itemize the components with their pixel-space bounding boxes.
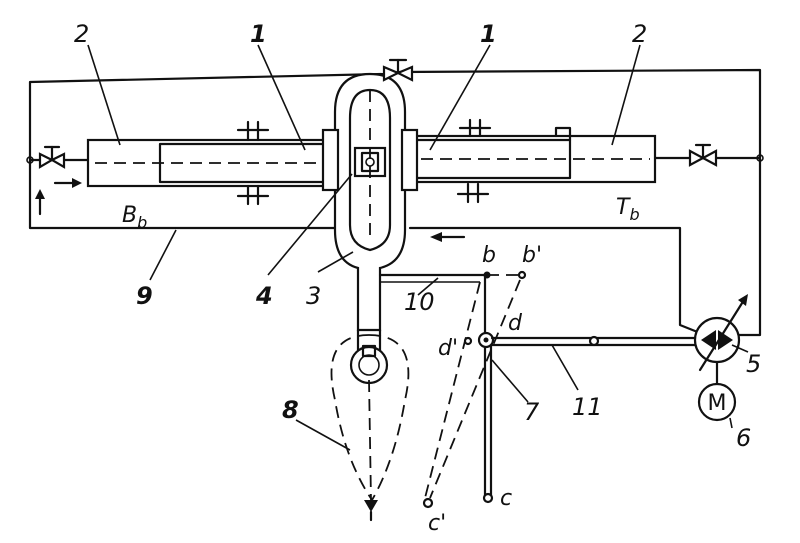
component-labels: 2 1 1 2 Bb Tb 4 3 9 10 8 7 11 5 6 b b' d…	[74, 20, 761, 536]
valve-icon	[382, 58, 414, 82]
label-4: 4	[255, 282, 273, 310]
label-point-c: c	[500, 486, 512, 511]
left-cylinder	[86, 120, 330, 206]
label-point-b-prime: b'	[522, 243, 542, 268]
motor-icon: M	[697, 382, 737, 422]
seal-icon	[456, 118, 492, 204]
label-7: 7	[524, 398, 540, 426]
label-2-right: 2	[632, 20, 647, 48]
label-point-b: b	[482, 243, 496, 268]
pump-icon	[693, 294, 748, 386]
label-2-left: 2	[74, 20, 89, 48]
flow-arrow-icon	[430, 232, 466, 242]
label-3: 3	[306, 282, 321, 310]
valve-icon	[26, 145, 66, 169]
label-8: 8	[282, 396, 299, 424]
floating-lever-linkage	[378, 270, 702, 509]
flow-arrow-icon	[35, 189, 45, 216]
label-point-d: d	[508, 311, 523, 336]
motor-letter: M	[708, 391, 727, 416]
flow-arrow-icon	[53, 178, 82, 188]
tiller-yoke	[321, 72, 419, 522]
seal-icon	[236, 120, 270, 206]
valve-icon	[688, 143, 764, 167]
label-1-right: 1	[480, 20, 497, 48]
label-1-left: 1	[250, 20, 267, 48]
label-Tb: Tb	[616, 195, 640, 224]
leader-lines	[87, 44, 749, 451]
label-9: 9	[136, 282, 153, 310]
label-point-d-prime: d'	[438, 336, 458, 361]
label-6: 6	[736, 424, 751, 452]
label-11: 11	[572, 393, 603, 421]
label-5: 5	[746, 350, 761, 378]
label-Bb: Bb	[122, 203, 147, 232]
label-10: 10	[404, 288, 435, 316]
label-point-c-prime: c'	[428, 511, 446, 536]
